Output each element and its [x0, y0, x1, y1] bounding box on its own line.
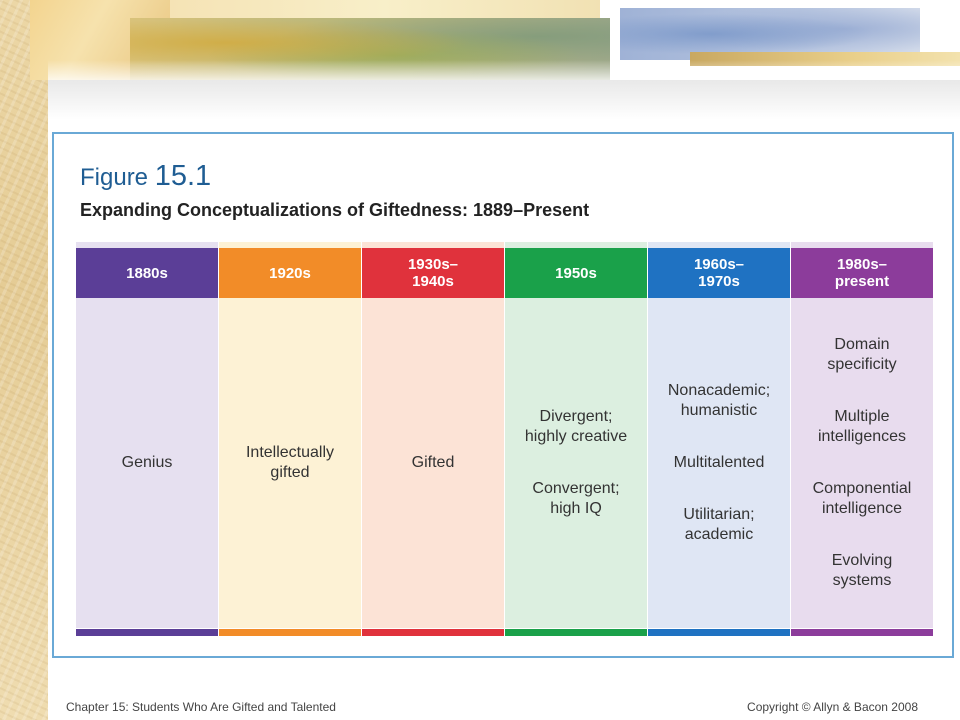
column-footer-bar — [505, 629, 647, 636]
column-footer-bar — [791, 629, 933, 636]
column-entry: Evolving systems — [831, 552, 893, 589]
decorative-banner — [0, 0, 960, 80]
column-body: Intellectually gifted — [219, 298, 361, 628]
column-footer-bar — [76, 629, 218, 636]
column-entry: Divergent; highly creative — [524, 408, 628, 445]
column-header: 1880s — [76, 248, 218, 298]
column-entry: Convergent; high IQ — [532, 480, 620, 517]
column-header: 1930s– 1940s — [362, 248, 504, 298]
figure-number: 15.1 — [154, 160, 212, 192]
column-footer-bar — [219, 629, 361, 636]
column-entry: Utilitarian; academic — [683, 506, 755, 543]
figure-panel: Figure 15.1 Expanding Conceptualizations… — [52, 132, 954, 658]
column-entry: Componential intelligence — [812, 480, 912, 517]
column-body: Genius — [76, 298, 218, 628]
column-entry: Nonacademic; humanistic — [667, 382, 771, 419]
column-footer-bar — [362, 629, 504, 636]
column-footer-bar — [648, 629, 790, 636]
column-header: 1980s– present — [791, 248, 933, 298]
column-header: 1950s — [505, 248, 647, 298]
figure-title: Expanding Conceptualizations of Giftedne… — [80, 200, 590, 220]
column-body: Gifted — [362, 298, 504, 628]
footer-chapter: Chapter 15: Students Who Are Gifted and … — [66, 700, 336, 714]
decorative-left-texture — [0, 0, 48, 720]
column-entry: Multiple intelligences — [817, 408, 907, 445]
column-entry: Genius — [121, 454, 173, 471]
column-entry: Intellectually gifted — [245, 444, 335, 481]
column-entry: Multitalented — [673, 454, 765, 471]
column-entry: Gifted — [411, 454, 455, 471]
column-header: 1960s– 1970s — [648, 248, 790, 298]
column-header: 1920s — [219, 248, 361, 298]
footer-copyright: Copyright © Allyn & Bacon 2008 — [747, 700, 918, 714]
column-entry: Domain specificity — [827, 336, 897, 373]
figure-label-prefix: Figure — [80, 164, 149, 191]
figure-label: Figure 15.1 — [80, 160, 211, 193]
